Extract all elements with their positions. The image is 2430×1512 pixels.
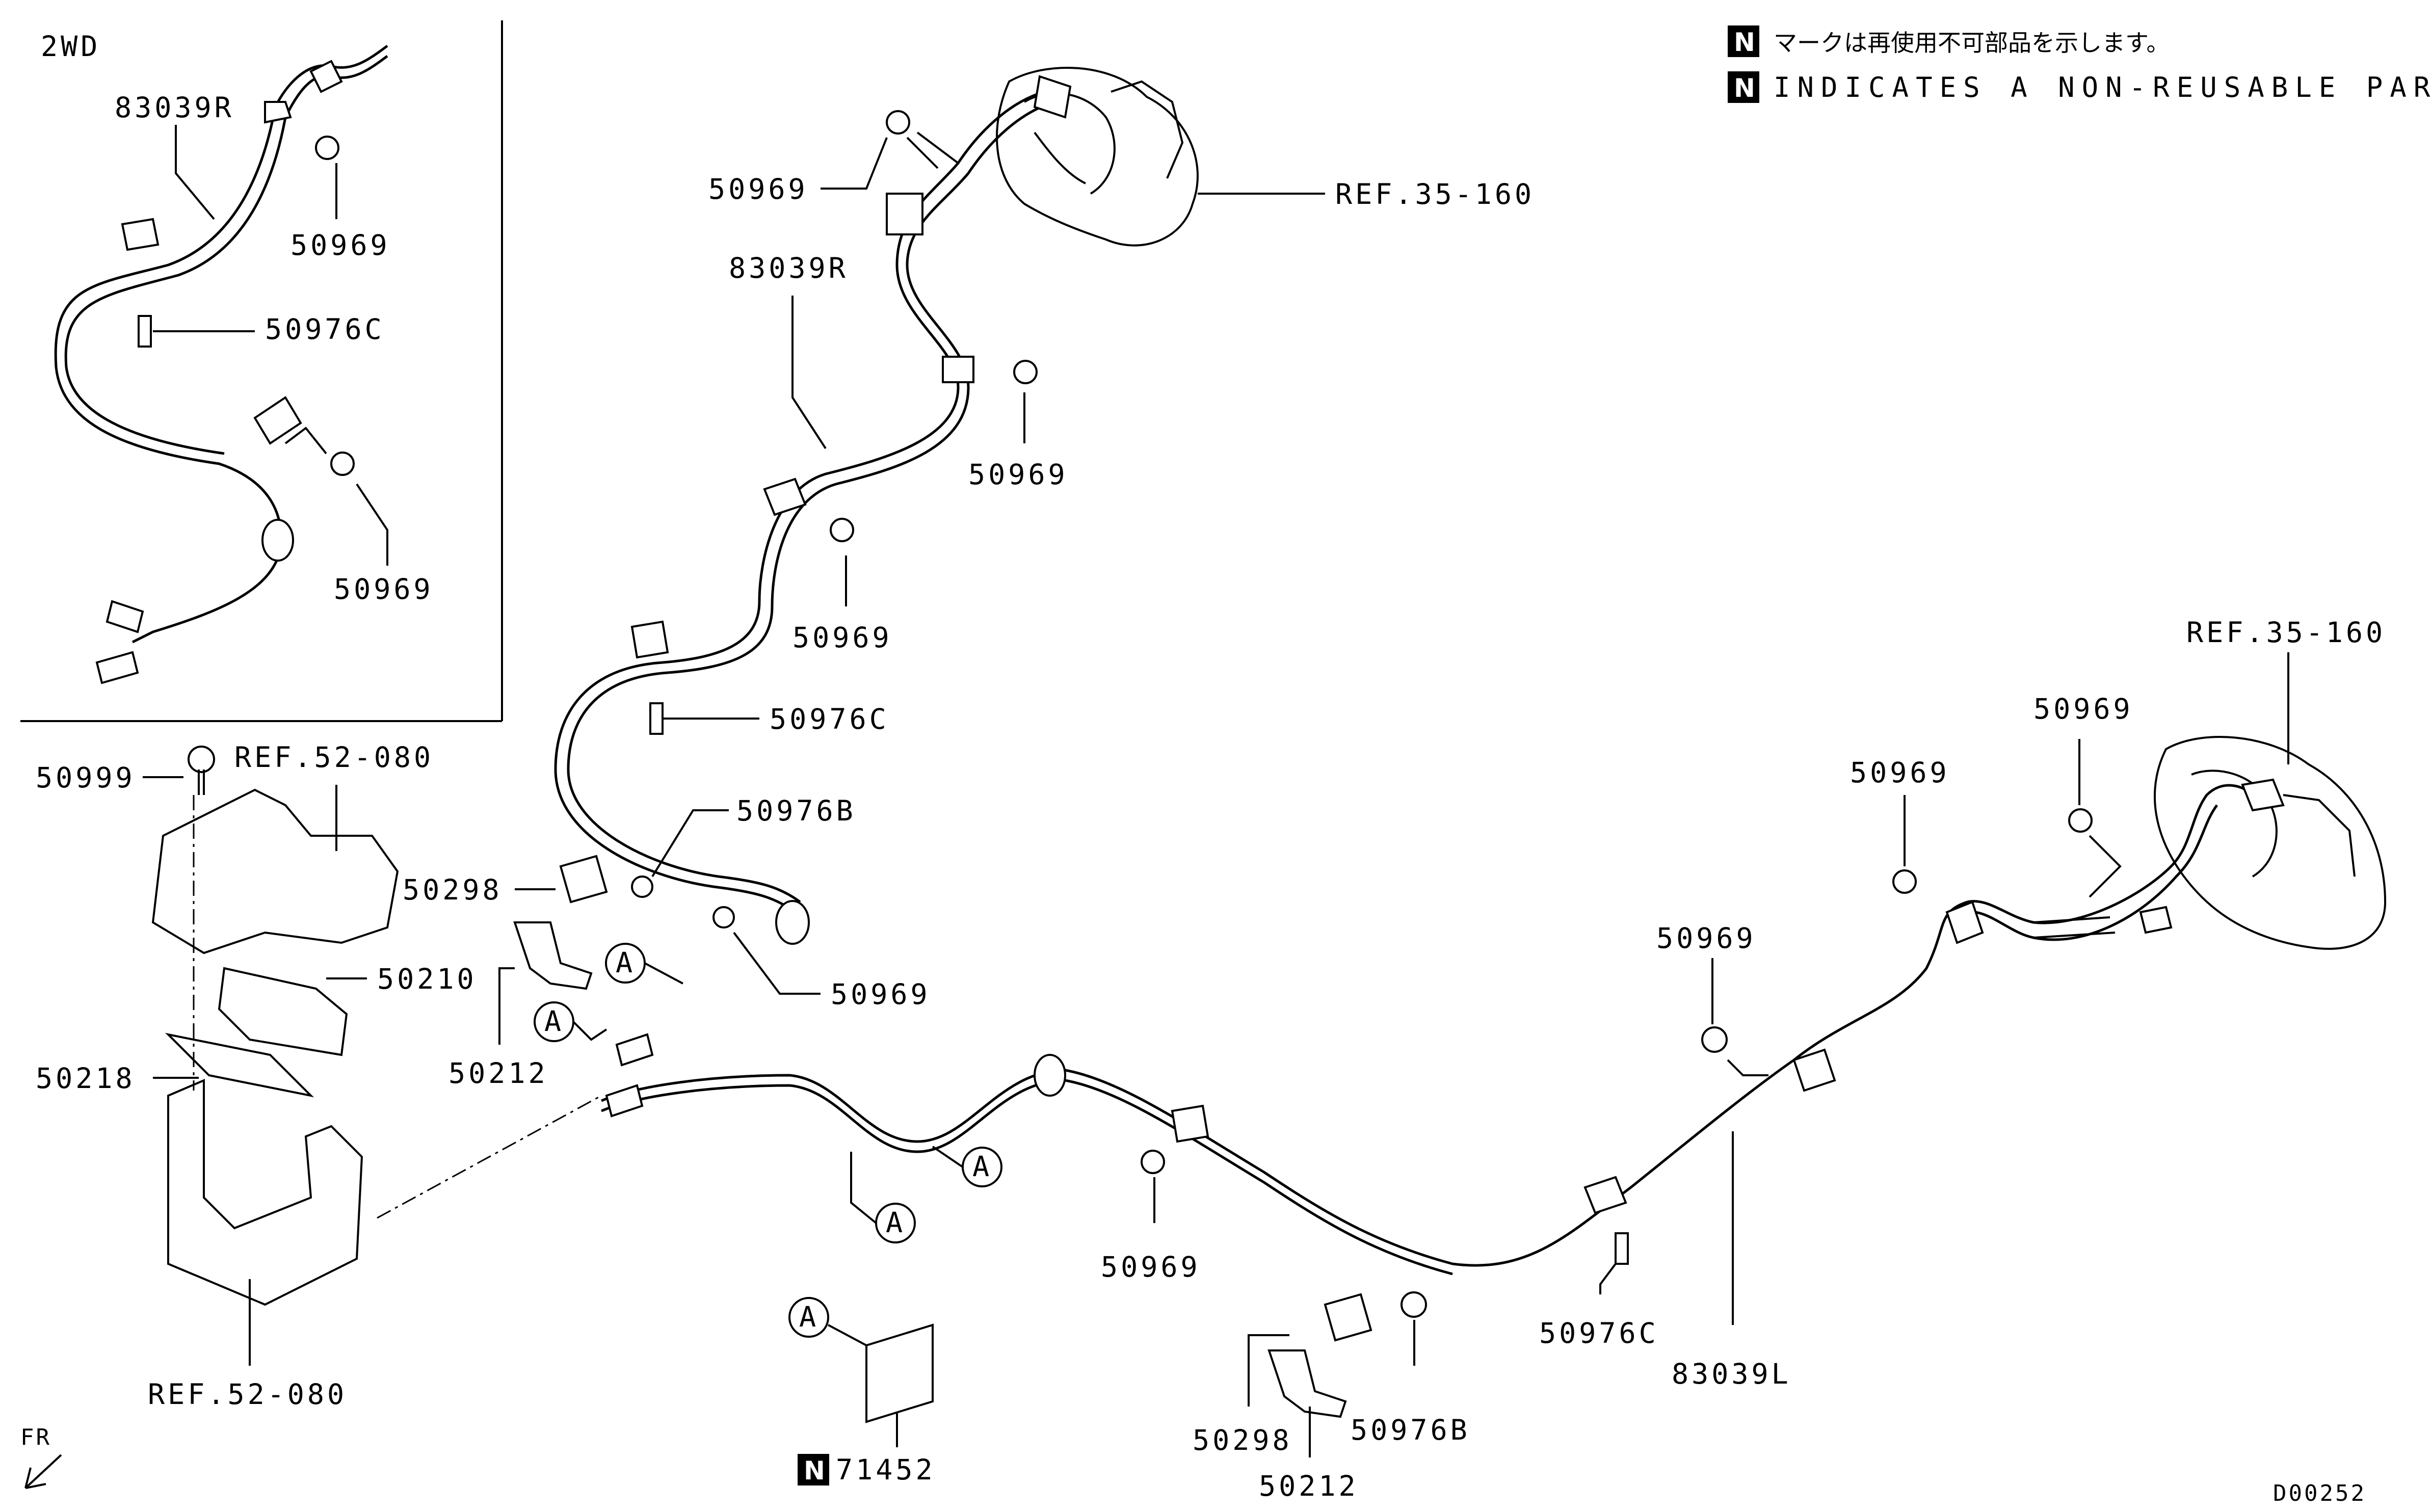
- label-card-71452: [865, 1323, 934, 1423]
- callout-a: A: [972, 1150, 992, 1183]
- label-50976C: 50976C: [1539, 1317, 1659, 1349]
- label-50969: 50969: [2033, 693, 2133, 725]
- inset-2wd: 2WD 83039R 50969 50976C 50969: [20, 20, 503, 722]
- callout-a: A: [616, 946, 636, 979]
- label-71452: 71452: [836, 1453, 936, 1486]
- label-ref-35-160: REF.35-160: [1335, 178, 1535, 210]
- label-50969: 50969: [968, 458, 1068, 491]
- non-reusable-badge-icon: [1728, 71, 1759, 103]
- legend: N マークは再使用不可部品を示します。 N INDICATES A NON-RE…: [1728, 25, 2430, 103]
- diagram-code: D00252: [2273, 1480, 2366, 1506]
- non-reusable-badge-icon: [1728, 25, 1759, 57]
- orientation: FR: [20, 1424, 62, 1489]
- badge-letter: N: [1734, 73, 1755, 103]
- label-50298: 50298: [1193, 1424, 1292, 1456]
- label-50969: 50969: [334, 573, 434, 605]
- label-50969: 50969: [1101, 1251, 1201, 1283]
- label-50976C: 50976C: [265, 313, 385, 346]
- bracket-lower: [167, 1078, 363, 1306]
- bolt-icon: [188, 746, 216, 773]
- legend-en-text: INDICATES A NON-REUSABLE PART.: [1774, 71, 2430, 103]
- callout-a: A: [886, 1206, 906, 1239]
- label-50969: 50969: [1850, 756, 1950, 789]
- harness-bracket-section: 50999 REF.52-080 50210 50218 REF.52-080: [36, 741, 602, 1411]
- label-50218: 50218: [36, 1062, 136, 1095]
- label-50212: 50212: [448, 1057, 548, 1090]
- bracket-50218: [165, 1032, 314, 1098]
- label-50969: 50969: [831, 978, 931, 1011]
- legend-jp-text: マークは再使用不可部品を示します。: [1774, 29, 2170, 57]
- badge-letter: N: [804, 1456, 825, 1486]
- label-50969: 50969: [1656, 922, 1756, 954]
- brake-caliper-icon: [996, 67, 1199, 247]
- callout-a: A: [799, 1301, 819, 1333]
- label-ref-35-160: REF.35-160: [2186, 616, 2386, 649]
- label-50969: 50969: [290, 229, 390, 261]
- callout-a: A: [544, 1005, 564, 1038]
- front-arrow-icon: [24, 1454, 62, 1489]
- label-50298: 50298: [403, 873, 503, 906]
- non-reusable-badge-icon: [798, 1454, 829, 1486]
- front-right-section: REF.35-160 50969 83039R 50969 50969 5097…: [403, 67, 1535, 1090]
- label-ref-52-080: REF.52-080: [234, 741, 434, 774]
- callout-a-circle: [788, 1297, 829, 1338]
- label-50212: 50212: [1259, 1470, 1359, 1502]
- bracket-upper: [151, 788, 399, 954]
- rear-left-section: REF.35-160 50969 50969: [1850, 616, 2387, 950]
- label-50976B: 50976B: [736, 794, 856, 827]
- rear-cable-section: A A 50969 50976B 50298 50212 50976C 5096…: [601, 900, 1968, 1502]
- label-ref-52-080: REF.52-080: [148, 1378, 347, 1411]
- label-83039R: 83039R: [115, 91, 234, 124]
- label-50969: 50969: [793, 621, 892, 654]
- label-83039R: 83039R: [729, 252, 849, 284]
- inset-title: 2WD: [41, 30, 100, 63]
- label-50210: 50210: [377, 963, 477, 995]
- front-label: FR: [20, 1424, 51, 1450]
- label-50976B: 50976B: [1351, 1414, 1470, 1446]
- module-50210: [218, 967, 348, 1056]
- badge-letter: N: [1734, 28, 1755, 57]
- label-50969: 50969: [708, 173, 808, 205]
- label-50976C: 50976C: [770, 703, 889, 735]
- label-83039L: 83039L: [1672, 1358, 1791, 1390]
- label-50999: 50999: [36, 761, 136, 794]
